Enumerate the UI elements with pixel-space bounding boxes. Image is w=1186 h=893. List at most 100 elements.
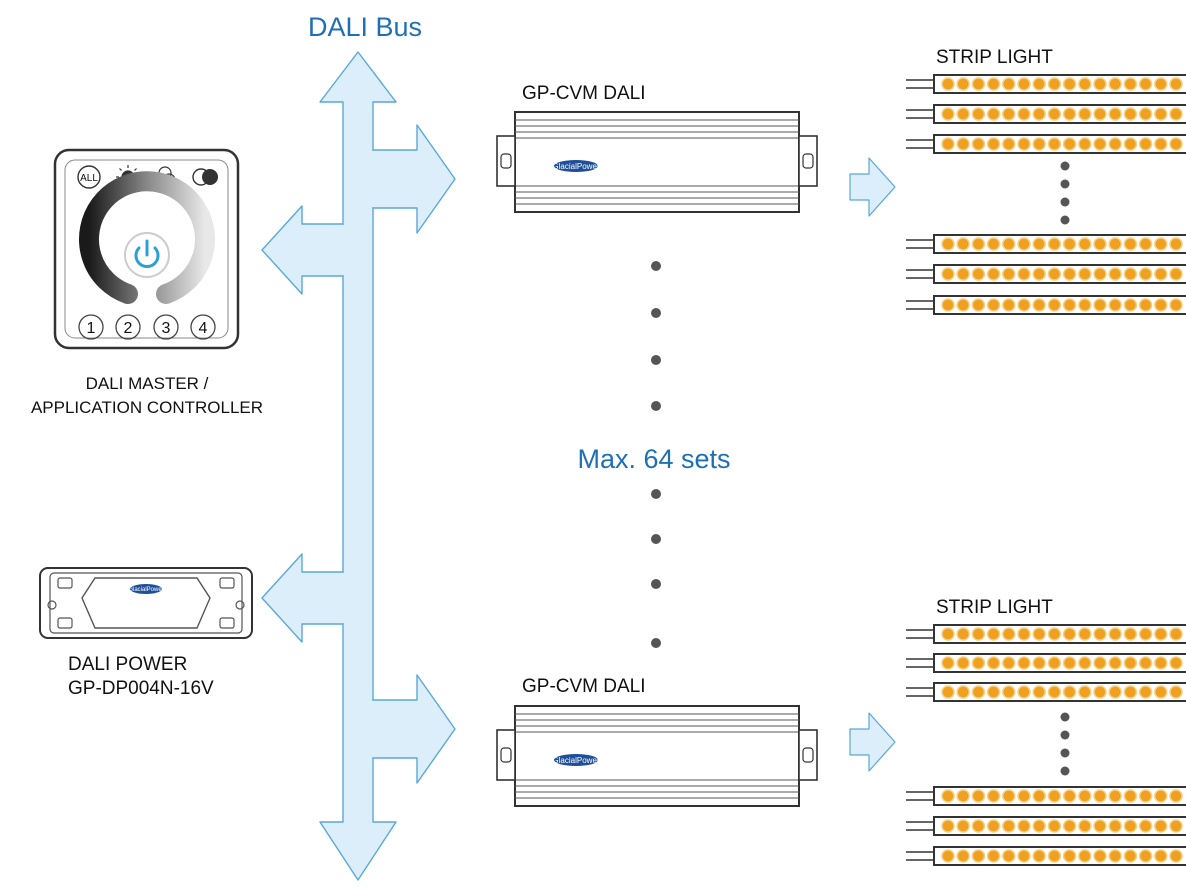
led-dot xyxy=(1154,137,1168,151)
channel-button-2[interactable]: 2 xyxy=(115,314,141,340)
led-dot xyxy=(986,137,1001,151)
led-dot xyxy=(1123,107,1138,121)
led-dot xyxy=(1169,656,1183,670)
brand-logo: GlacialPower xyxy=(552,160,600,172)
led-dot xyxy=(1093,789,1107,803)
led-dot xyxy=(956,237,970,251)
svg-text:ALL: ALL xyxy=(80,173,98,184)
led-dot xyxy=(1002,849,1016,863)
led-dot xyxy=(986,685,1001,699)
led-dot xyxy=(1047,656,1062,670)
led-dot xyxy=(1062,819,1077,833)
led-dot xyxy=(1002,789,1016,803)
led-dot xyxy=(1108,685,1122,699)
led-dot xyxy=(1047,267,1062,281)
channel-button-4[interactable]: 4 xyxy=(190,314,216,340)
led-dot xyxy=(1169,819,1183,833)
led-dot xyxy=(1123,77,1138,91)
strip-light xyxy=(906,74,1186,94)
led-dot xyxy=(941,849,955,863)
led-dot xyxy=(941,77,955,91)
led-dot xyxy=(1138,789,1153,803)
led-dot xyxy=(956,656,970,670)
led-dot xyxy=(1017,137,1031,151)
channel-button-1[interactable]: 1 xyxy=(78,314,104,340)
strip-repeat-dot xyxy=(1060,730,1070,740)
svg-text:4: 4 xyxy=(199,320,208,337)
led-dot xyxy=(971,789,986,803)
led-dot xyxy=(1078,237,1092,251)
led-dot xyxy=(1154,656,1168,670)
led-dot xyxy=(1169,685,1183,699)
led-dot xyxy=(956,789,970,803)
led-dot xyxy=(1123,627,1138,641)
dial-ring xyxy=(79,171,215,304)
all-icon: ALL xyxy=(77,165,101,189)
led-dot xyxy=(986,656,1001,670)
led-dot xyxy=(1108,656,1122,670)
led-dot xyxy=(1017,298,1031,312)
led-dot xyxy=(1078,849,1092,863)
led-dot xyxy=(1093,656,1107,670)
led-dot xyxy=(1002,107,1016,121)
led-dot xyxy=(1093,137,1107,151)
led-dot xyxy=(1078,107,1092,121)
output-arrow-bottom xyxy=(849,712,896,772)
power-icon[interactable] xyxy=(124,232,170,278)
led-dot xyxy=(1123,137,1138,151)
led-dot xyxy=(1108,267,1122,281)
svg-text:1: 1 xyxy=(87,320,96,337)
strip-repeat-dot xyxy=(1060,712,1070,722)
led-dot xyxy=(1093,685,1107,699)
led-dot xyxy=(956,137,970,151)
led-dot xyxy=(941,107,955,121)
led-dot xyxy=(1078,656,1092,670)
led-dot xyxy=(1108,819,1122,833)
led-dot xyxy=(1032,685,1046,699)
strip-repeat-dot xyxy=(1060,215,1070,225)
led-dot xyxy=(1154,267,1168,281)
led-dot xyxy=(971,298,986,312)
led-dot xyxy=(1047,849,1062,863)
power-supply-device: GlacialPower xyxy=(39,567,253,639)
led-dot xyxy=(1047,819,1062,833)
led-dot xyxy=(1093,819,1107,833)
led-dot xyxy=(1169,107,1183,121)
led-dot xyxy=(941,627,955,641)
led-dot xyxy=(956,685,970,699)
led-dot xyxy=(986,298,1001,312)
led-dot xyxy=(941,685,955,699)
led-dot xyxy=(971,267,986,281)
led-dot xyxy=(1154,819,1168,833)
led-dot xyxy=(1123,298,1138,312)
led-dot xyxy=(1169,627,1183,641)
max-sets-label: Max. 64 sets xyxy=(577,444,730,474)
led-dot xyxy=(1032,656,1046,670)
strip-label-bottom: STRIP LIGHT xyxy=(936,597,1053,618)
strip-repeat-dot xyxy=(1060,197,1070,207)
led-dot xyxy=(1138,685,1153,699)
led-dot xyxy=(1154,627,1168,641)
led-dot xyxy=(1123,849,1138,863)
led-dot xyxy=(1032,267,1046,281)
strip-group-bottom xyxy=(906,624,1186,866)
led-dot xyxy=(1169,849,1183,863)
led-dot xyxy=(1002,237,1016,251)
driver-label-top: GP-CVM DALI xyxy=(522,83,646,104)
led-dot xyxy=(1017,685,1031,699)
led-dot xyxy=(1032,789,1046,803)
power-supply-label-line1: DALI POWER xyxy=(68,654,187,675)
led-dot xyxy=(1108,107,1122,121)
led-dot xyxy=(1002,685,1016,699)
led-dot xyxy=(1002,627,1016,641)
led-dot xyxy=(1078,789,1092,803)
strip-group-top xyxy=(906,74,1186,315)
led-dot xyxy=(1032,237,1046,251)
led-dot xyxy=(1032,137,1046,151)
led-dot xyxy=(1062,298,1077,312)
led-dot xyxy=(1032,627,1046,641)
channel-button-3[interactable]: 3 xyxy=(153,314,179,340)
led-dot xyxy=(1154,107,1168,121)
led-dot xyxy=(1123,789,1138,803)
led-dot xyxy=(1002,137,1016,151)
